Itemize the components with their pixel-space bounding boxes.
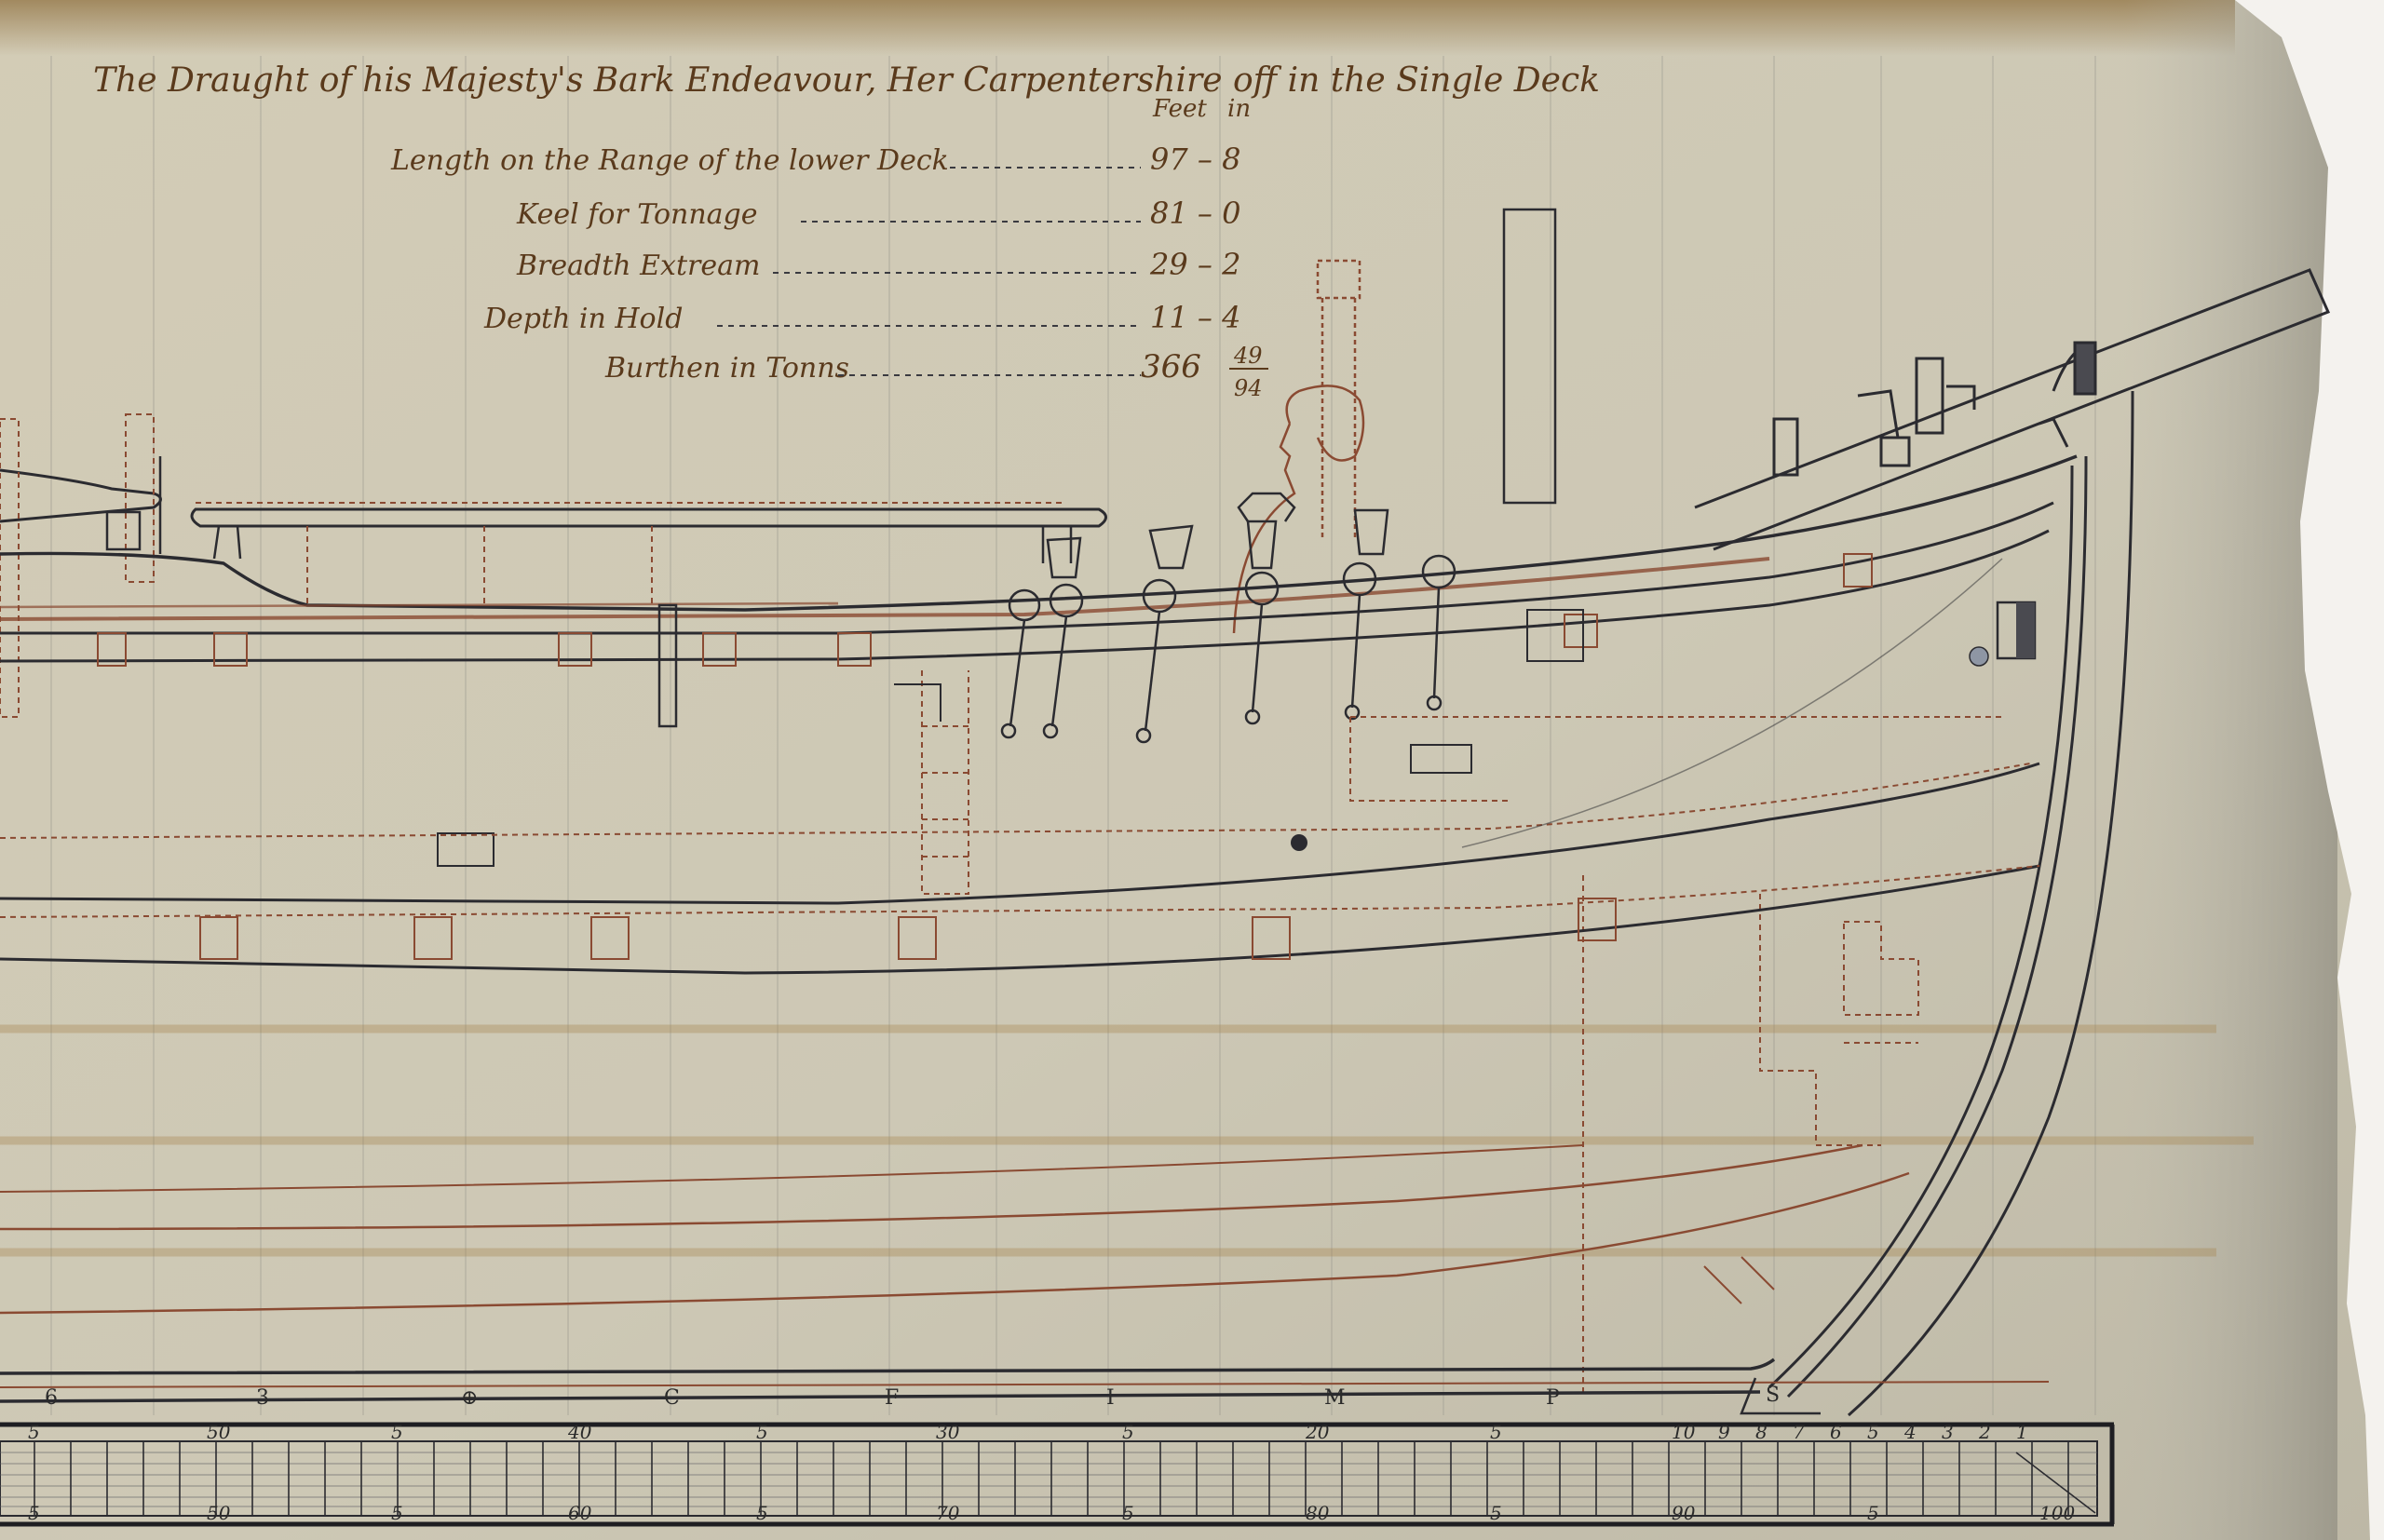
- bow-timber-shade: [2016, 602, 2035, 658]
- scale-label-top: 5: [1867, 1421, 1879, 1443]
- scale-label-top: 7: [1793, 1421, 1805, 1443]
- scale-label-top: 50: [207, 1421, 231, 1443]
- right-edge-shade: [2123, 0, 2337, 1540]
- scale-label-top: 5: [1122, 1421, 1134, 1443]
- deadeye: [1042, 583, 1084, 739]
- deadeye: [1135, 578, 1177, 744]
- station-label: 3: [256, 1386, 269, 1410]
- hawse-hole: [1969, 646, 1989, 667]
- row-label-keel: Keel for Tonnage: [516, 198, 758, 231]
- scale-label-top: 4: [1903, 1421, 1917, 1443]
- torn-edge: [2235, 0, 2384, 1540]
- scale-label-bottom: 5: [1867, 1502, 1879, 1524]
- header-inches: in: [1227, 95, 1251, 123]
- scale-label-top: 5: [28, 1421, 40, 1443]
- deadeye: [1244, 571, 1280, 725]
- station-label: ⊕: [461, 1386, 478, 1410]
- row-label-depth: Depth in Hold: [483, 303, 683, 335]
- row-label-breadth: Breadth Extream: [516, 250, 760, 282]
- scale-label-top: 20: [1305, 1421, 1330, 1443]
- station-label: I: [1106, 1386, 1115, 1410]
- station-label: C: [664, 1386, 680, 1410]
- scale-label-top: 9: [1718, 1421, 1730, 1443]
- station-label: P: [1546, 1386, 1560, 1410]
- row-label-burthen: Burthen in Tonns: [604, 352, 849, 385]
- row-value-length: 97 – 8: [1150, 142, 1240, 177]
- scale-label-top: 40: [567, 1421, 592, 1443]
- stem-post: [1768, 390, 2134, 1417]
- scale-label-top: 3: [1942, 1421, 1954, 1443]
- burthen-fraction-den: 94: [1234, 375, 1263, 401]
- scale-label-top: 5: [391, 1421, 403, 1443]
- scale-label-bottom: 100: [2039, 1502, 2075, 1524]
- scale-label-bottom: 5: [1490, 1502, 1502, 1524]
- row-value-keel: 81 – 0: [1150, 196, 1240, 231]
- windlass: [0, 413, 162, 718]
- station-label: S: [1766, 1384, 1780, 1407]
- bowsprit: [1694, 268, 2331, 551]
- scale-label-top: 30: [936, 1421, 960, 1443]
- row-value-depth: 11 – 4: [1150, 300, 1240, 335]
- scale-label-bottom: 50: [207, 1502, 231, 1524]
- keel-lines: [0, 1143, 2050, 1415]
- station-label: F: [885, 1386, 899, 1410]
- scale-label-bottom: 5: [1122, 1502, 1134, 1524]
- scale-label-bottom: 70: [936, 1502, 960, 1524]
- ruling-lines: [50, 56, 2096, 1415]
- station-label: 6: [45, 1386, 58, 1410]
- scale-label-bottom: 80: [1306, 1502, 1330, 1524]
- hull-lines: [0, 558, 2040, 975]
- scale-label-top: 8: [1755, 1421, 1768, 1443]
- scale-label-bottom: 5: [28, 1502, 40, 1524]
- scale-label-top: 1: [2016, 1421, 2028, 1443]
- row-label-length: Length on the Range of the lower Deck: [390, 144, 949, 177]
- header-feet: Feet: [1152, 95, 1207, 123]
- draught-title: The Draught of his Majesty's Bark Endeav…: [93, 61, 1600, 100]
- station-marks: 6 3 ⊕ C F I M P S: [45, 1384, 1780, 1410]
- deadeye: [1421, 554, 1456, 711]
- scale-label-bottom: 90: [1672, 1502, 1696, 1524]
- dimensions-table: Feet in Length on the Range of the lower…: [390, 95, 1268, 401]
- deadeye: [1342, 561, 1377, 721]
- forecastle-platform: [190, 502, 1107, 605]
- burthen-fraction-num: 49: [1233, 343, 1263, 369]
- waterline-stains: [0, 1024, 2254, 1257]
- scale-label-top: 2: [1978, 1421, 1991, 1443]
- cathead: [657, 603, 678, 728]
- scale-bar: 5 50 5 40 5 30 5 20 5 10 9 8 7 6 5 4 3 2…: [0, 1421, 2115, 1527]
- scale-label-top: 5: [756, 1421, 768, 1443]
- scale-label-top: 6: [1830, 1421, 1842, 1443]
- deadeye: [1000, 588, 1041, 739]
- scale-label-bottom: 5: [391, 1502, 403, 1524]
- sheer-lines: [0, 454, 2078, 663]
- top-stain: [0, 0, 2235, 56]
- deck-beam-blocks: [97, 553, 1873, 667]
- row-value-burthen: 366: [1141, 348, 1201, 385]
- scale-label-top: 5: [1490, 1421, 1502, 1443]
- scale-label-bottom: 60: [568, 1502, 592, 1524]
- row-value-breadth: 29 – 2: [1149, 247, 1240, 282]
- station-label: M: [1324, 1386, 1346, 1410]
- scale-label-top: 10: [1672, 1421, 1696, 1443]
- interior-frames: [0, 609, 2031, 1397]
- deadeyes-chains: [1000, 492, 1456, 744]
- foremast-posts: [1316, 208, 1557, 540]
- scale-label-bottom: 5: [756, 1502, 768, 1524]
- ink-blot: [1291, 834, 1307, 851]
